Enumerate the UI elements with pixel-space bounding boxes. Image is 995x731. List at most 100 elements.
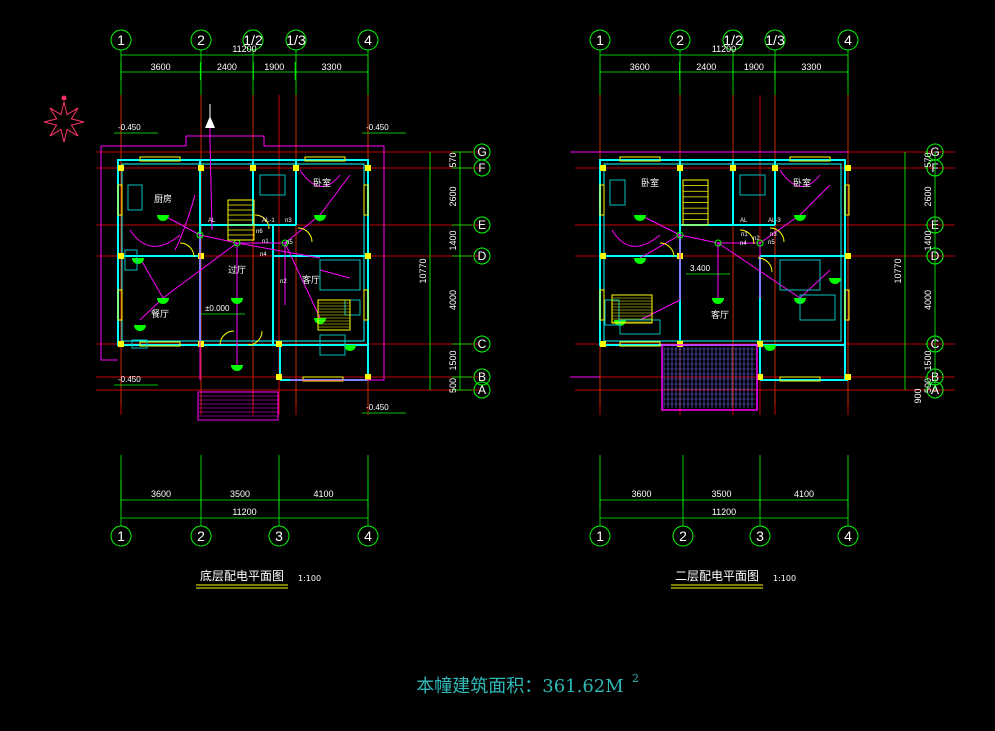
window: [139, 156, 181, 162]
dimension-total-top: 11200: [712, 44, 736, 54]
outlet-icon: [756, 239, 764, 247]
door-swing: [219, 330, 235, 346]
dimension-right-extra: 900: [913, 388, 923, 403]
wiring-line: [799, 184, 831, 216]
circuit-tag: AL-1: [262, 218, 275, 224]
axis-label-right: C: [478, 337, 487, 351]
room-label: 过厅: [228, 264, 246, 276]
window: [363, 289, 369, 321]
wiring-arc: [174, 194, 196, 251]
axis-label-bottom: 3: [275, 528, 283, 544]
column-post: [600, 253, 606, 259]
column-post: [845, 374, 851, 380]
door-swing: [247, 330, 263, 346]
wiring-line: [284, 242, 321, 319]
window: [844, 184, 850, 216]
axis-bubble: [190, 525, 212, 547]
dimension-top: 3600: [151, 62, 171, 72]
window: [619, 341, 661, 347]
door-swing: [297, 227, 313, 243]
circuit-tag: n6: [256, 229, 263, 235]
room-label: 卧室: [793, 177, 811, 189]
furniture: [779, 259, 821, 291]
light-fixture-icon: [231, 365, 243, 371]
circuit-tag: AL: [740, 218, 748, 224]
circuit-tag: n1: [741, 232, 748, 238]
circuit-tag: n2: [280, 279, 287, 285]
axis-bubble: [110, 29, 132, 51]
light-fixture-icon: [134, 325, 146, 331]
dimension-total-bottom: 11200: [712, 507, 736, 517]
elevation-label: ±0.000: [205, 304, 230, 313]
column-post: [198, 341, 204, 347]
dimension-right: 2600: [448, 186, 458, 206]
dimension-top: 1900: [264, 62, 284, 72]
dimension-total-right: 10770: [893, 258, 903, 283]
total-area-label: 本幢建筑面积：361.62M: [416, 676, 623, 697]
furniture: [127, 184, 143, 211]
light-fixture-icon: [157, 298, 169, 304]
light-fixture-icon: [712, 298, 724, 304]
axis-bubble: [722, 29, 744, 51]
axis-label-bottom: 1: [117, 528, 125, 544]
dimension-bottom: 4100: [313, 489, 333, 499]
furniture: [259, 174, 286, 196]
dimension-right: 500: [923, 378, 933, 393]
exterior-wall-inner: [603, 163, 842, 342]
room-label: 客厅: [302, 274, 320, 286]
axis-label-right: B: [478, 370, 486, 384]
column-post: [757, 374, 763, 380]
drawing-title: 底层配电平面图: [200, 568, 284, 583]
axis-label-bottom: 1: [596, 528, 604, 544]
light-fixture-icon: [344, 345, 356, 351]
room-label: 客厅: [711, 309, 729, 321]
light-fixture-icon: [764, 345, 776, 351]
axis-bubble: [268, 525, 290, 547]
exterior-wall-inner: [121, 163, 365, 342]
dimension-right: 1500: [448, 350, 458, 370]
furniture: [319, 259, 361, 291]
circuit-tag: n4: [260, 252, 267, 258]
room-label: 厨房: [154, 193, 172, 205]
axis-label-right: D: [478, 249, 487, 263]
dimension-bottom: 3500: [230, 489, 250, 499]
window: [139, 341, 181, 347]
axis-label-top: 2: [197, 32, 205, 48]
drawing-title: 二层配电平面图: [675, 569, 759, 583]
furniture: [319, 334, 346, 356]
window: [779, 376, 821, 382]
wiring-arc: [299, 169, 341, 187]
light-fixture-icon: [231, 298, 243, 304]
entrance-arrow-icon: [205, 116, 215, 128]
dimension-right: 570: [923, 152, 933, 167]
axis-bubble: [242, 29, 264, 51]
dimension-right: 4000: [448, 290, 458, 310]
furniture: [739, 174, 766, 196]
column-post: [845, 165, 851, 171]
door-swing: [659, 242, 675, 258]
axis-label-top: 1/2: [243, 32, 263, 48]
drawing-scale: 1:100: [298, 574, 321, 583]
window: [363, 184, 369, 216]
column-post: [677, 341, 683, 347]
axis-bubble: [473, 159, 491, 177]
door-swing: [739, 229, 755, 245]
column-post: [293, 165, 299, 171]
axis-bubble: [357, 29, 379, 51]
north-arrow-icon: [43, 95, 85, 143]
column-post: [118, 165, 124, 171]
axis-label-bottom: 2: [197, 528, 205, 544]
light-fixture-icon: [157, 215, 169, 221]
window: [599, 289, 605, 321]
circuit-tag: n4: [740, 241, 747, 247]
wiring-line: [639, 214, 681, 236]
circuit-tag: n5: [286, 240, 293, 246]
terrace-outline: [101, 135, 385, 381]
hatched-carpet: [611, 294, 653, 324]
dimension-top: 3600: [630, 62, 650, 72]
outlet-icon: [281, 239, 289, 247]
column-post: [276, 374, 282, 380]
axis-label-bottom: 4: [844, 528, 852, 544]
column-post: [845, 253, 851, 259]
